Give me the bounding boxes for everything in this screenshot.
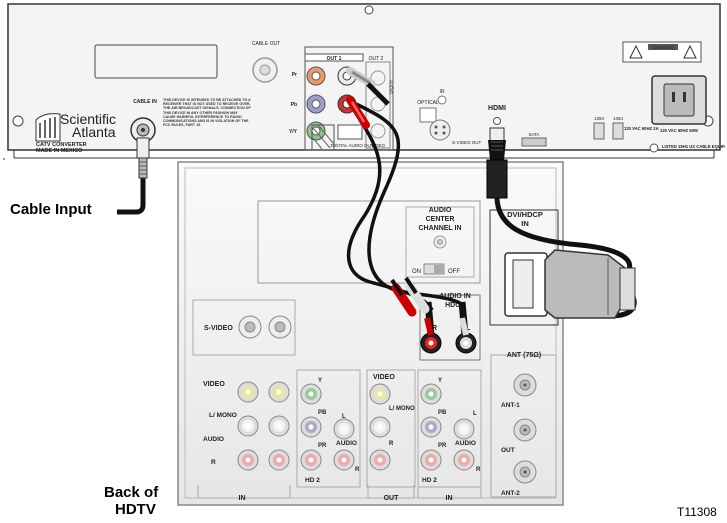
- l-label-2: L: [473, 411, 477, 417]
- fcc-notice: THIS DEVICE IS INTENDED TO BE ATTACHED T…: [163, 98, 251, 127]
- switch-on-label: ON: [412, 269, 421, 275]
- channel-in-label: CHANNEL IN: [418, 225, 461, 232]
- antenna-jacks: [514, 374, 536, 483]
- ul-logo-icon: [650, 144, 658, 152]
- pr-label: Pr: [292, 72, 297, 78]
- dvi-plug: [545, 250, 625, 318]
- dvi-in-label: IN: [521, 219, 529, 228]
- in-label-1: IN: [239, 495, 246, 502]
- ir-label: IR: [440, 89, 445, 95]
- video-label: VIDEO: [203, 381, 225, 388]
- digital-audio-label: DIGITAL AUDIO OUT: [330, 143, 373, 148]
- y-label-1: Y: [318, 378, 322, 384]
- 1394b-label: 1394: [613, 116, 624, 121]
- r-label-2: R: [355, 467, 360, 473]
- out1-label: OUT 1: [327, 56, 342, 62]
- out-label: OUT: [384, 495, 400, 502]
- 1394a-port: [594, 123, 604, 139]
- l-mono-out-label: L/ MONO: [389, 406, 415, 412]
- hdtv-back-panel: AUDIO CENTER CHANNEL IN ON OFF DVI/HDCP …: [178, 162, 563, 505]
- video-out-label-tv: VIDEO: [373, 374, 395, 381]
- out-jacks: [370, 384, 390, 470]
- voltage-label-2: 120 VAC 60HZ 50W: [660, 128, 698, 133]
- cable-input-label: Cable Input: [10, 201, 92, 218]
- audio-center-label-1: AUDIO: [429, 207, 452, 214]
- optical-label: OPTICAL: [417, 100, 439, 106]
- r-label-3: R: [476, 467, 481, 473]
- cable-out-label: CABLE OUT: [252, 41, 280, 47]
- ant-out-label: OUT: [501, 447, 515, 454]
- s-video-out-port: [430, 120, 450, 140]
- s-video-out-label: S-VIDEO OUT: [452, 140, 482, 145]
- ant-label: ANT (75Ω): [507, 352, 541, 359]
- audio-label: AUDIO: [203, 436, 224, 443]
- y-label-2: Y: [438, 378, 442, 384]
- brand-name-2: Atlanta: [72, 124, 116, 140]
- hdmi-label: HDMI: [488, 105, 506, 112]
- r-out-label: R: [389, 441, 394, 447]
- scientific-atlanta-logo-icon: [36, 114, 60, 141]
- hdmi-plug: [490, 128, 504, 142]
- screw-icon: [365, 6, 373, 14]
- l-mono-label: L/ MONO: [209, 412, 237, 419]
- 1394a-label: 1394: [594, 116, 605, 121]
- listed-label: LISTED 19H1 US CABLE EQUIP.: [662, 144, 725, 149]
- r-label: R: [211, 459, 216, 466]
- cable-in-label: CABLE IN: [133, 99, 157, 105]
- origin-text: MADE IN MEXICO: [36, 148, 83, 154]
- sata-label: SATA: [528, 132, 539, 137]
- s-video-label: S-VIDEO: [204, 325, 233, 332]
- figure-id: T11308: [677, 505, 725, 519]
- optical-port: [420, 108, 436, 122]
- out2-label: OUT 2: [369, 56, 384, 62]
- caution-label: CAUTION: [653, 45, 673, 50]
- in-label-2: IN: [446, 495, 453, 502]
- sata-port: [522, 138, 546, 146]
- 1394b-port: [613, 123, 623, 139]
- hdmi-plug-body: [487, 160, 507, 198]
- voltage-label-1: 120 VAC 60HZ 2A: [624, 126, 659, 131]
- audio-label-2: AUDIO: [336, 440, 357, 447]
- screw-icon: [13, 116, 23, 126]
- hd2-label-1: HD 2: [305, 477, 320, 484]
- ir-port: [438, 96, 446, 104]
- back-of-label: Back of: [104, 484, 158, 501]
- pb-label: Pb: [291, 102, 297, 108]
- ant2-label: ANT-2: [501, 490, 520, 497]
- pr-label-2: PR: [438, 443, 447, 449]
- pr-label-1: PR: [318, 443, 327, 449]
- yy-label: Y/Y: [289, 129, 298, 135]
- pb-label-2: PB: [438, 410, 447, 416]
- ant1-label: ANT-1: [501, 402, 520, 409]
- dvi-hdcp-label: DVI/HDCP: [507, 210, 543, 219]
- audio-vertical-label: AUDIO: [389, 80, 394, 95]
- hdmi-screw-icon: [494, 118, 501, 125]
- audio-center-label-2: CENTER: [426, 216, 455, 223]
- hd2-label-2: HD 2: [422, 477, 437, 484]
- pb-label-1: PB: [318, 410, 327, 416]
- audio-label-3: AUDIO: [455, 440, 476, 447]
- hdtv-label: HDTV: [115, 501, 156, 518]
- switch-off-label: OFF: [448, 269, 460, 275]
